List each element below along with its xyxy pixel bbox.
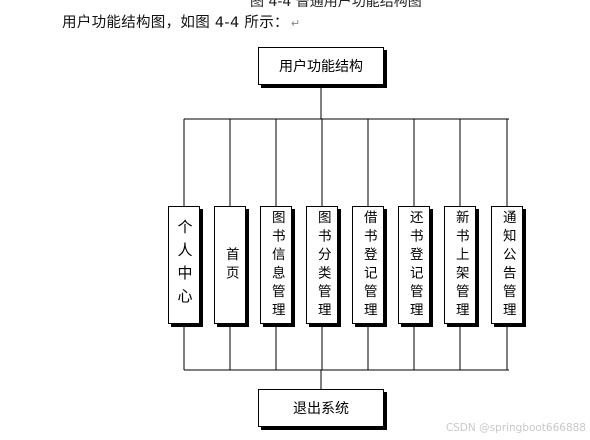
root-node-user-functions: 用户功能结构 [258,47,384,85]
module-borrow-registration-management: 借书登记管理 [352,206,384,324]
exit-system-node: 退出系统 [258,389,384,427]
intro-text: 用户功能结构图，如图 4-4 所示： [62,15,289,31]
module-personal-center: 个人中心 [168,206,200,324]
module-book-info-management: 图书信息管理 [260,206,292,324]
truncated-figure-caption: 图 4-4 普通用户功能结构图 [250,0,422,10]
module-new-book-shelving-management: 新书上架管理 [444,206,476,324]
module-book-category-management: 图书分类管理 [306,206,338,324]
module-return-registration-management: 还书登记管理 [398,206,430,324]
paragraph-mark-icon: ↵ [290,17,301,30]
watermark: CSDN @springboot666888 [445,422,586,434]
intro-paragraph: 用户功能结构图，如图 4-4 所示：↵ [62,11,300,32]
module-notice-announcement-management: 通知公告管理 [491,206,523,324]
module-home: 首页 [214,206,246,324]
